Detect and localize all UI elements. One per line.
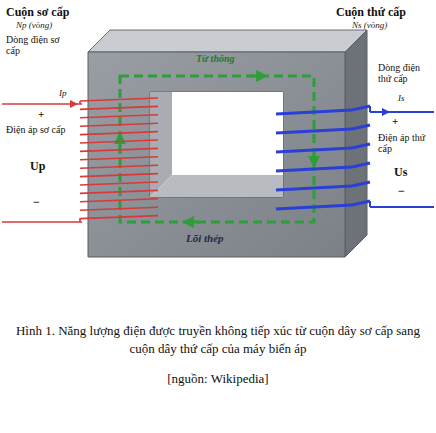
turns-label: Ns (vòng)	[352, 21, 387, 31]
secondary-winding	[276, 167, 352, 171]
secondary-winding	[276, 110, 352, 114]
primary-winding	[80, 115, 158, 118]
secondary-winding	[352, 182, 370, 186]
coil-title: Cuộn thứ cấp	[336, 6, 406, 19]
secondary-lead	[370, 206, 434, 208]
primary-winding	[79, 218, 81, 222]
flux-arrow	[313, 150, 316, 162]
primary-lead	[2, 221, 82, 223]
secondary-winding	[352, 125, 370, 129]
core-label: Lõi thép	[186, 232, 224, 244]
secondary-winding	[276, 129, 352, 133]
current-arrow	[382, 108, 390, 116]
secondary-winding	[352, 106, 370, 110]
current-label: Dòng điện sơ cấp	[6, 34, 68, 56]
secondary-winding	[276, 205, 352, 209]
primary-winding	[80, 140, 158, 143]
current-arrow	[70, 100, 78, 108]
secondary-winding	[352, 144, 370, 148]
primary-winding	[80, 190, 158, 193]
secondary-winding	[369, 106, 371, 112]
core-top	[88, 30, 367, 52]
voltage-symbol: Up	[30, 160, 45, 173]
primary-winding	[80, 132, 158, 135]
primary-winding	[80, 148, 158, 151]
polarity-sign: −	[33, 196, 40, 209]
flux-arrow	[188, 221, 200, 224]
primary-winding	[80, 216, 158, 219]
primary-winding	[80, 165, 158, 168]
current-symbol: Is	[398, 94, 405, 104]
primary-winding	[80, 199, 158, 202]
primary-winding	[80, 157, 158, 160]
primary-winding	[80, 106, 158, 109]
primary-winding	[80, 207, 158, 210]
flux-label: Từ thông	[196, 53, 235, 64]
current-label: Dòng điện thứ cấp	[378, 62, 434, 84]
flux-arrow	[119, 138, 122, 150]
source-note: [nguồn: Wikipedia]	[12, 372, 424, 386]
steel-core	[88, 52, 345, 257]
core-side	[345, 30, 367, 257]
primary-winding	[80, 182, 158, 185]
voltage-label: Điện áp sơ cấp	[6, 124, 68, 135]
coil-title: Cuộn sơ cấp	[6, 6, 69, 19]
secondary-winding	[352, 201, 370, 205]
flux-arrow	[250, 75, 262, 78]
polarity-sign: +	[392, 115, 398, 127]
voltage-label: Điện áp thứ cấp	[378, 132, 434, 154]
primary-winding	[79, 101, 81, 104]
secondary-winding	[369, 201, 371, 207]
turns-label: Np (vòng)	[16, 21, 52, 31]
secondary-winding	[276, 148, 352, 152]
figure-caption: Hình 1. Năng lượng điện được truyền khôn…	[12, 322, 424, 357]
current-symbol: Ip	[58, 89, 68, 99]
primary-winding	[80, 174, 158, 177]
primary-winding	[80, 123, 158, 126]
primary-winding	[80, 98, 158, 101]
secondary-lead	[370, 111, 434, 113]
polarity-sign: +	[38, 108, 44, 120]
secondary-winding	[276, 186, 352, 190]
voltage-symbol: Us	[394, 166, 407, 179]
secondary-winding	[352, 163, 370, 167]
window-face	[150, 175, 283, 197]
polarity-sign: −	[398, 185, 405, 198]
